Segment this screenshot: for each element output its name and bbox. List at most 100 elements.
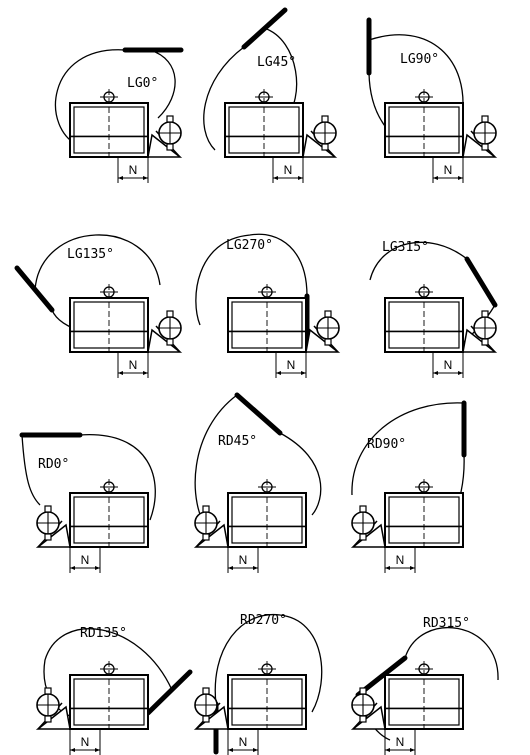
position-label-8: RD90° xyxy=(367,437,406,452)
dimension-label-3: N xyxy=(129,358,138,372)
position-label-1: LG45° xyxy=(257,55,296,70)
dimension-label-4: N xyxy=(287,358,296,372)
motor-1 xyxy=(313,115,337,151)
dim-arrow-r-8 xyxy=(410,566,415,570)
motor-cap-5 xyxy=(481,310,489,318)
dim-arrow-r-5 xyxy=(458,371,463,375)
position-label-4: LG270° xyxy=(226,238,273,253)
motor-cap-6 xyxy=(44,505,52,513)
position-label-6: RD0° xyxy=(38,457,69,472)
motor-base-6 xyxy=(35,523,71,548)
fan-diagram-lg0: N LG0° xyxy=(54,47,184,183)
dim-arrow-r-7 xyxy=(253,566,258,570)
casing-outline-0 xyxy=(54,49,176,147)
fan-diagram-rd135: N RD135° xyxy=(35,626,193,755)
motor-5 xyxy=(473,310,497,346)
motor-cap-b-10 xyxy=(202,715,210,723)
casing-outline-4 xyxy=(195,233,308,326)
dim-arrow-l-7 xyxy=(228,566,233,570)
dimension-label-10: N xyxy=(239,735,248,749)
dimension-label-9: N xyxy=(81,735,90,749)
dim-arrow-l-10 xyxy=(228,748,233,752)
dim-arrow-l-4 xyxy=(276,371,281,375)
fan-diagram-rd0: N RD0° xyxy=(19,432,156,573)
outlet-flange-3 xyxy=(14,265,55,313)
dim-arrow-l-9 xyxy=(70,748,75,752)
motor-cap-8 xyxy=(359,505,367,513)
dim-arrow-l-5 xyxy=(433,371,438,375)
position-label-9: RD135° xyxy=(80,626,127,641)
outlet-flange-7 xyxy=(234,392,283,436)
motor-cap-b-9 xyxy=(44,715,52,723)
motor-cap-b-0 xyxy=(166,143,174,151)
position-label-2: LG90° xyxy=(400,52,439,67)
motor-cap-0 xyxy=(166,115,174,123)
motor-base-3 xyxy=(147,328,183,353)
dimension-label-7: N xyxy=(239,553,248,567)
motor-cap-10 xyxy=(202,687,210,695)
motor-cap-b-5 xyxy=(481,338,489,346)
fan-units: NLG0°NLG45°NLG90°NLG135°NLG270°NLG315°NR… xyxy=(14,7,499,755)
motor-4 xyxy=(316,310,340,346)
outlet-flange-5 xyxy=(464,256,498,308)
motor-8 xyxy=(351,505,375,541)
dim-arrow-r-10 xyxy=(253,748,258,752)
motor-base-5 xyxy=(462,328,498,353)
motor-0 xyxy=(158,115,182,151)
position-label-11: RD315° xyxy=(423,616,470,631)
dim-arrow-l-0 xyxy=(118,176,123,180)
motor-cap-11 xyxy=(359,687,367,695)
motor-cap-b-8 xyxy=(359,533,367,541)
position-label-7: RD45° xyxy=(218,434,257,449)
fan-diagram-lg270: N LG270° xyxy=(195,233,341,378)
outlet-flange-9 xyxy=(145,669,193,716)
casing-outline-10 xyxy=(214,613,323,713)
motor-cap-2 xyxy=(481,115,489,123)
fan-diagram-rd270: N RD270° xyxy=(193,613,323,755)
dim-arrow-l-11 xyxy=(385,748,390,752)
casing-outline-6 xyxy=(21,434,156,521)
dim-arrow-r-0 xyxy=(143,176,148,180)
dimension-label-0: N xyxy=(129,163,138,177)
motor-2 xyxy=(473,115,497,151)
dim-arrow-r-11 xyxy=(410,748,415,752)
motor-cap-1 xyxy=(321,115,329,123)
motor-base-0 xyxy=(147,133,183,158)
dim-arrow-r-3 xyxy=(143,371,148,375)
dimension-label-2: N xyxy=(444,163,453,177)
motor-cap-b-2 xyxy=(481,143,489,151)
dim-arrow-l-1 xyxy=(273,176,278,180)
motor-base-2 xyxy=(462,133,498,158)
fan-diagram-lg135: N LG135° xyxy=(14,234,183,378)
motor-6 xyxy=(36,505,60,541)
position-label-10: RD270° xyxy=(240,613,287,628)
dim-arrow-r-4 xyxy=(301,371,306,375)
dim-arrow-l-3 xyxy=(118,371,123,375)
motor-base-8 xyxy=(350,523,386,548)
motor-7 xyxy=(194,505,218,541)
motor-cap-4 xyxy=(324,310,332,318)
dim-arrow-r-9 xyxy=(95,748,100,752)
motor-cap-3 xyxy=(166,310,174,318)
motor-3 xyxy=(158,310,182,346)
dimension-label-6: N xyxy=(81,553,90,567)
motor-base-4 xyxy=(305,328,341,353)
dim-arrow-l-2 xyxy=(433,176,438,180)
outlet-flange-1 xyxy=(241,7,288,50)
motor-cap-b-11 xyxy=(359,715,367,723)
motor-11 xyxy=(351,687,375,723)
motor-cap-9 xyxy=(44,687,52,695)
motor-cap-b-4 xyxy=(324,338,332,346)
motor-cap-7 xyxy=(202,505,210,513)
position-label-0: LG0° xyxy=(127,76,158,91)
position-label-3: LG135° xyxy=(67,247,114,262)
motor-10 xyxy=(194,687,218,723)
dim-arrow-r-2 xyxy=(458,176,463,180)
motor-base-10 xyxy=(193,705,229,730)
motor-cap-b-7 xyxy=(202,533,210,541)
